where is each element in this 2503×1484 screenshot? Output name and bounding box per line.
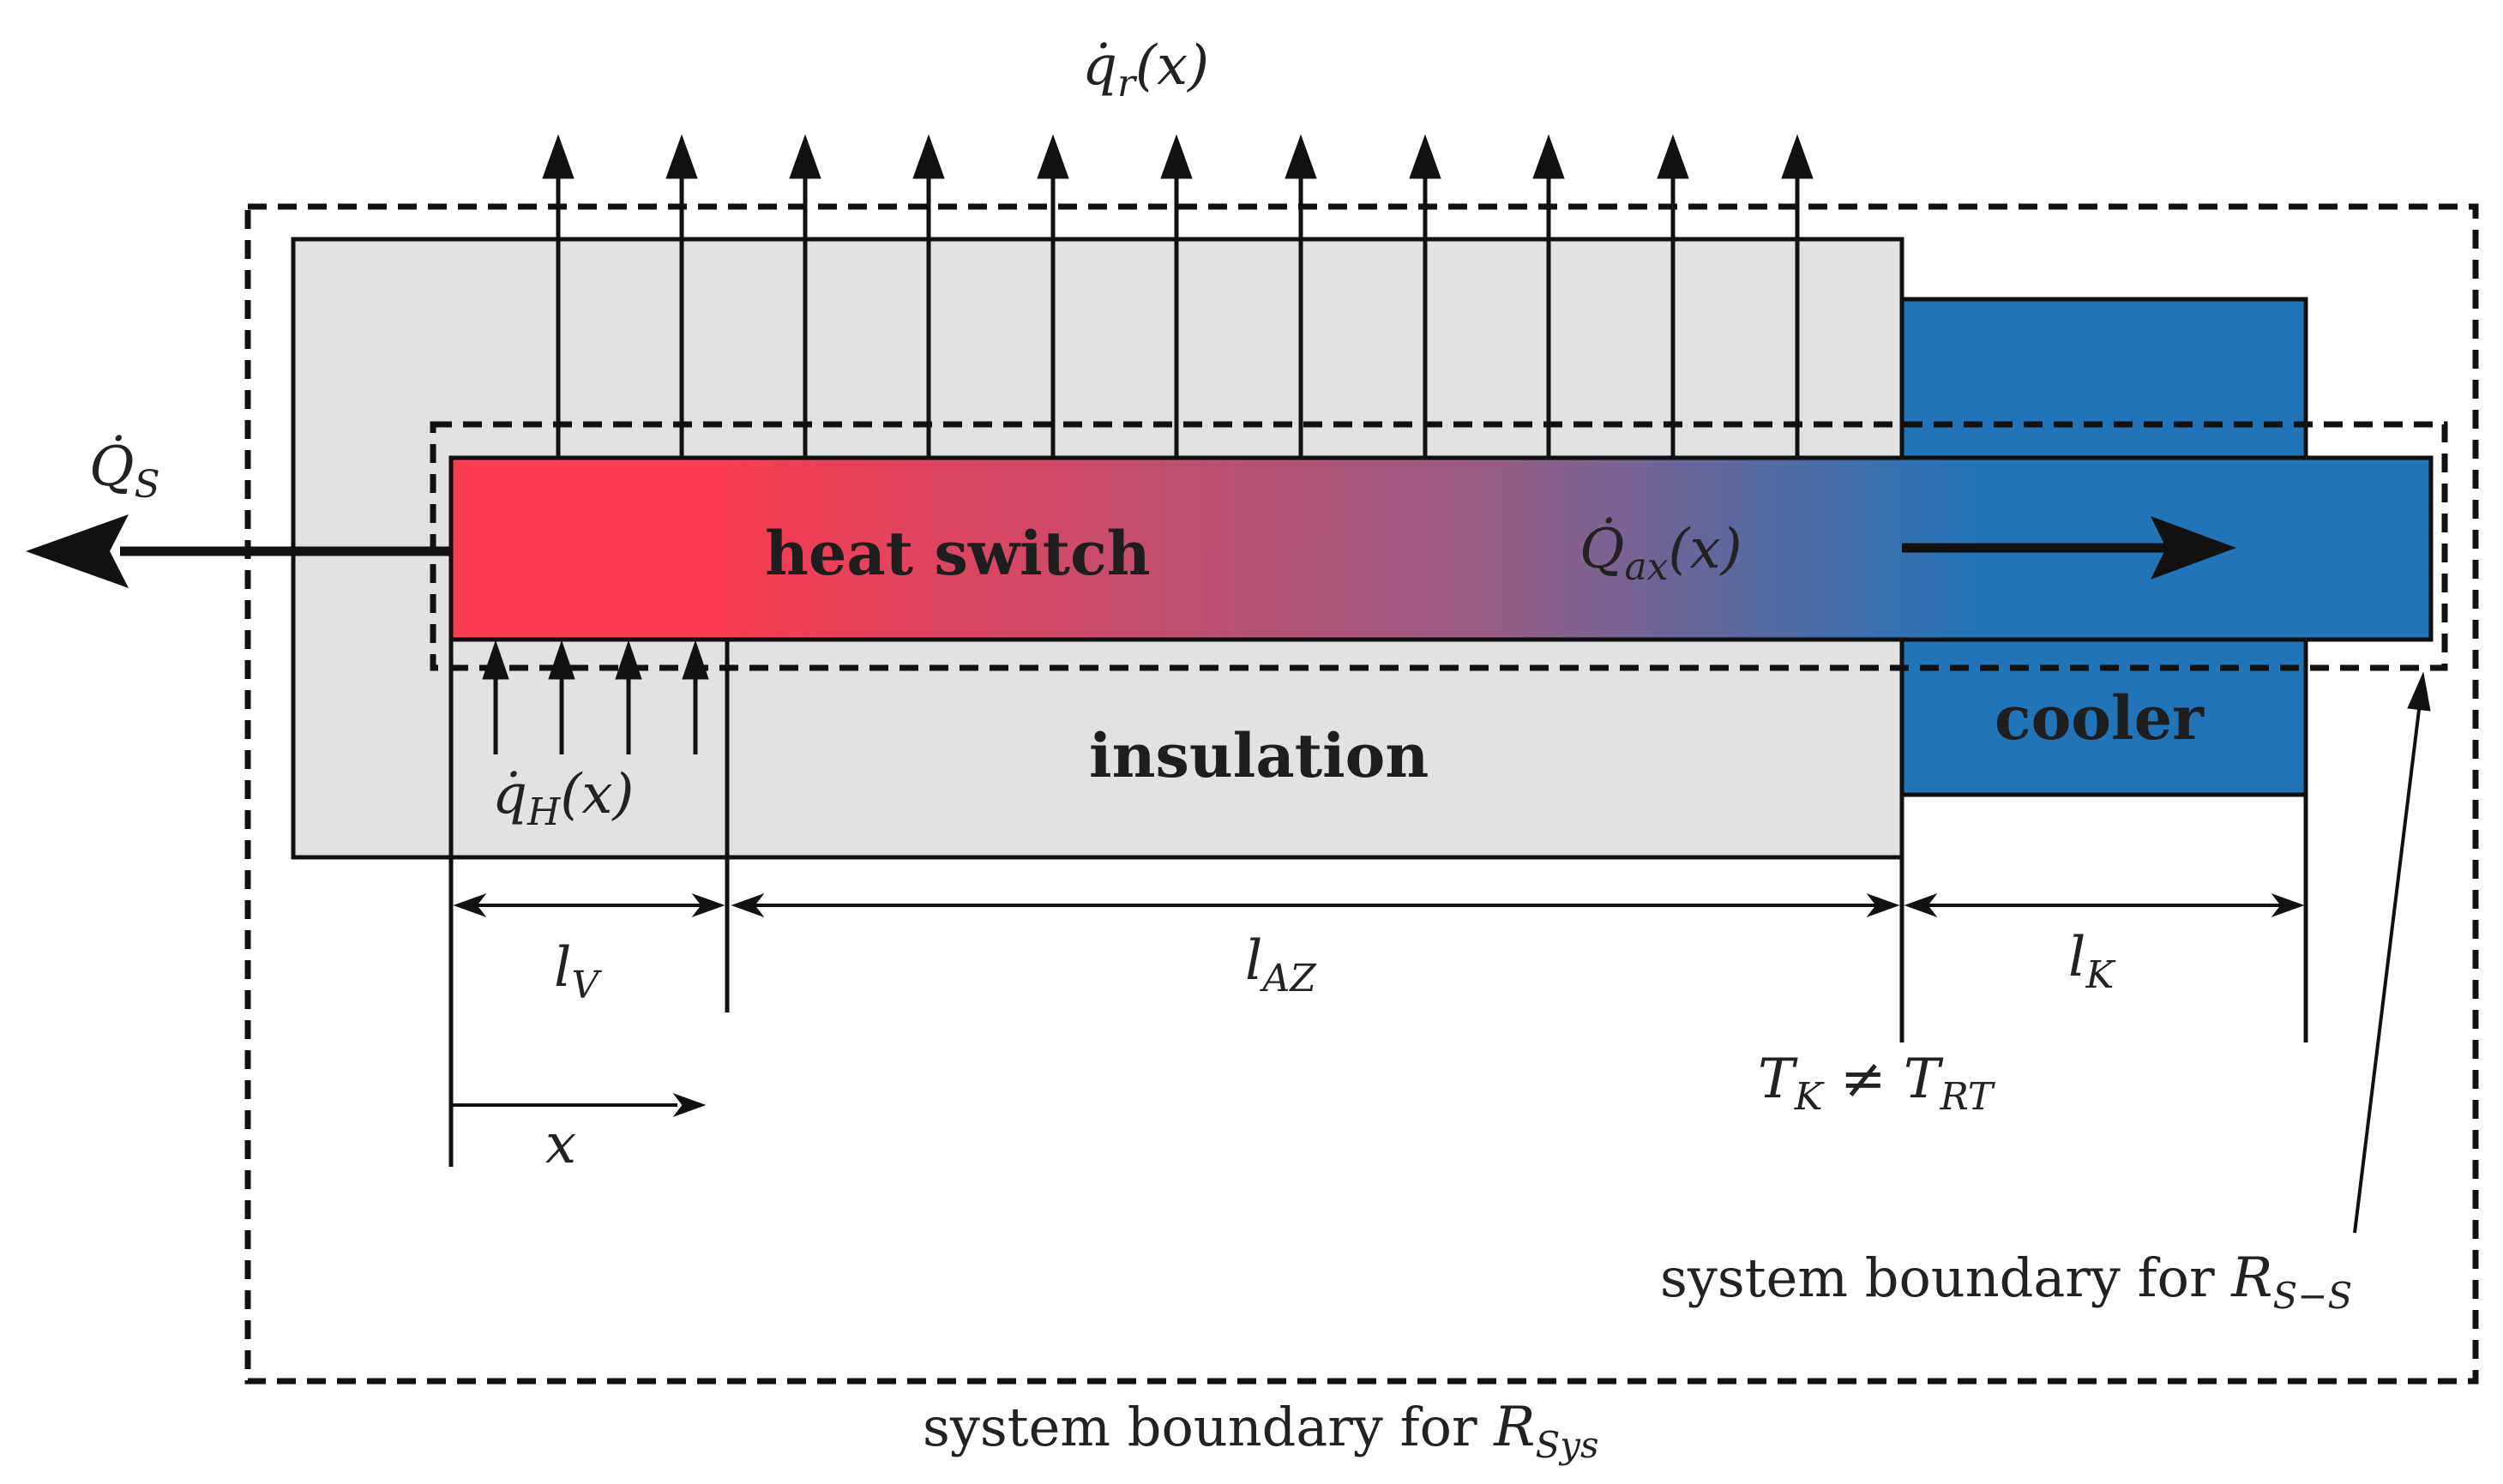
- label-lv: lV: [554, 936, 602, 1007]
- label-boundary-ss: system boundary for RS−S: [1660, 1247, 2352, 1317]
- label-heat-switch: heat switch: [765, 518, 1151, 589]
- heater-flux-arrows: [482, 640, 709, 754]
- radial-arrow: [1037, 134, 1069, 458]
- dimension-arrow-lk: [1904, 892, 2305, 918]
- radial-arrow: [542, 134, 575, 458]
- heater-arrow: [682, 640, 709, 754]
- radial-arrow: [665, 134, 698, 458]
- radial-arrow: [912, 134, 945, 458]
- system-boundary-sys: [244, 203, 2479, 1385]
- label-t-relation: TK ≠ TRT: [1758, 1048, 1996, 1119]
- label-qr: q̇r(x): [1082, 34, 1209, 105]
- heater-arrow: [615, 640, 642, 754]
- dimension-ticks: [448, 640, 2308, 1167]
- axial-heat-flow-arrow: [1902, 516, 2236, 580]
- dimension-arrow-laz: [731, 892, 1900, 918]
- radial-heat-flux-arrows: [542, 134, 1814, 458]
- dimension-arrow-lv: [453, 892, 725, 918]
- radial-arrow: [1532, 134, 1565, 458]
- radial-arrow: [789, 134, 821, 458]
- radial-arrow: [1409, 134, 1441, 458]
- heater-arrow: [482, 640, 509, 754]
- boundary-ss-pointer: [2353, 671, 2431, 1234]
- radial-arrow: [1160, 134, 1193, 458]
- label-laz: lAZ: [1245, 929, 1317, 1000]
- system-boundary-ss: [430, 421, 2448, 671]
- label-boundary-sys: system boundary for RSys: [923, 1396, 1599, 1466]
- label-qax: Q̇ax(x): [1579, 516, 1742, 589]
- x-axis-arrow: [451, 1092, 707, 1118]
- label-x: x: [545, 1113, 576, 1176]
- radial-arrow: [1781, 134, 1814, 458]
- label-qh: q̇H(x): [492, 763, 634, 834]
- label-qs: Q̇S: [89, 434, 160, 507]
- label-insulation: insulation: [1089, 720, 1429, 791]
- heater-arrow: [548, 640, 575, 754]
- heat-output-arrow: [26, 514, 451, 588]
- label-lk: lK: [2068, 926, 2115, 997]
- radial-arrow: [1657, 134, 1689, 458]
- radial-arrow: [1285, 134, 1317, 458]
- label-cooler: cooler: [1995, 682, 2205, 754]
